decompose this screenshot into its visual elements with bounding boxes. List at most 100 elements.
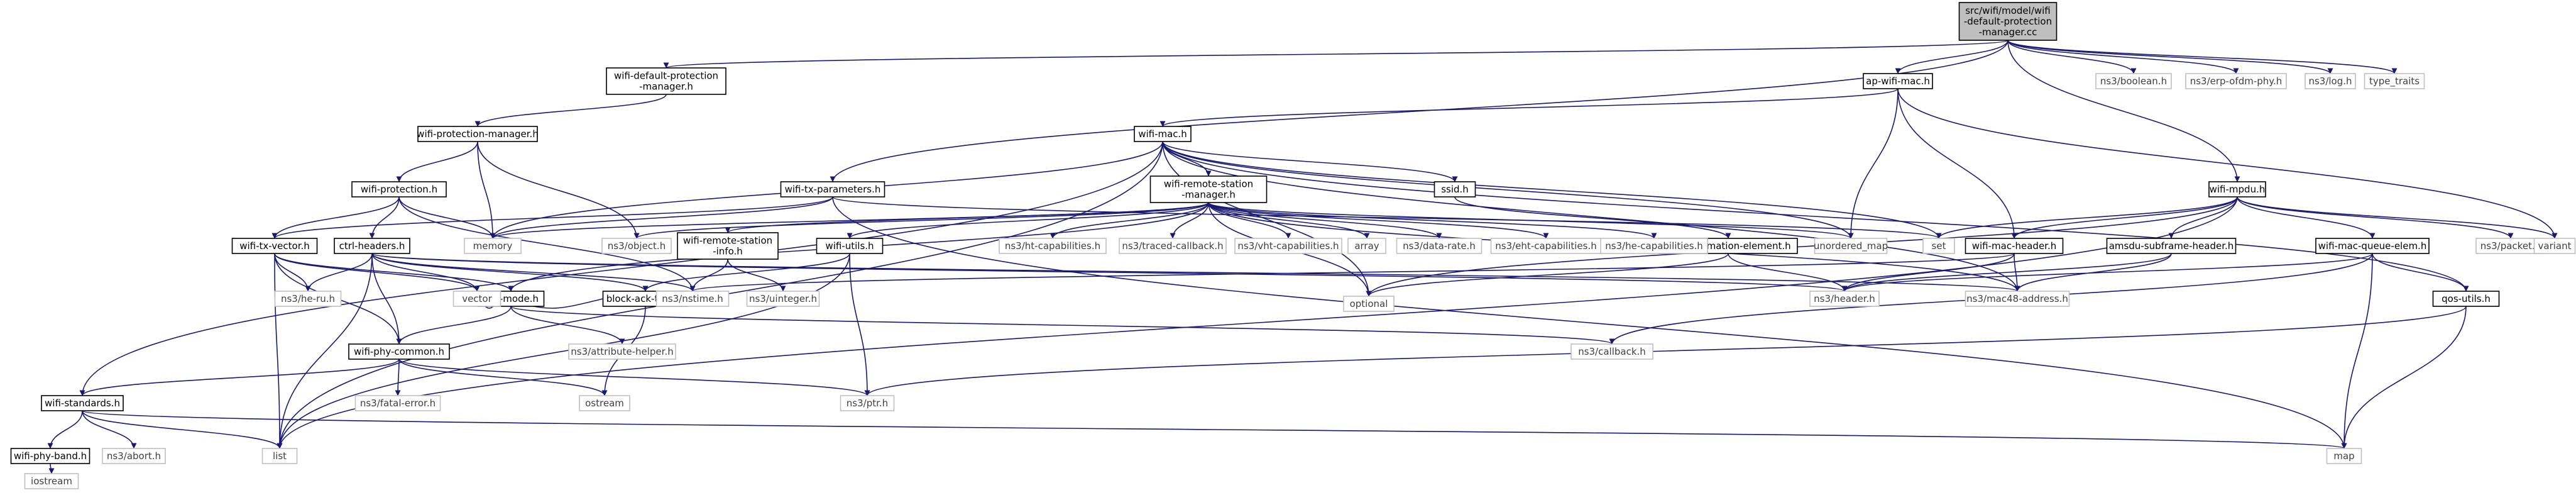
include-edge <box>1208 202 1549 239</box>
node-box <box>41 395 124 411</box>
node-wifi-tx-parameters-h[interactable]: wifi-tx-parameters.h <box>780 181 885 197</box>
node-box <box>2315 238 2430 254</box>
include-edge <box>2341 306 2467 449</box>
node-type-traits: type_traits <box>2364 73 2425 89</box>
node-wifi-phy-common-h[interactable]: wifi-phy-common.h <box>348 343 450 360</box>
edge-wifi_mac-to-wifi_standards <box>79 141 1163 396</box>
node-label: vector <box>462 293 492 304</box>
edge-wifi_standards-to-list <box>82 410 283 449</box>
edge-wifi_mpdu-to-set <box>1936 196 2238 239</box>
node-box <box>601 238 672 254</box>
node-ap-wifi-mac-h[interactable]: ap-wifi-mac.h <box>1863 73 1933 89</box>
node-box <box>2305 73 2356 89</box>
node-wifi-protection-h[interactable]: wifi-protection.h <box>351 181 447 197</box>
node-ssid-h[interactable]: ssid.h <box>1433 181 1476 197</box>
edge-root-to-wifi_mpdu <box>2007 40 2240 182</box>
node-label: wifi-protection.h <box>361 184 437 195</box>
node-ns3-vht-capabilities-h: ns3/vht-capabilities.h <box>1234 238 1342 254</box>
node-wifi-mac-queue-elem-h[interactable]: wifi-mac-queue-elem.h <box>2315 238 2430 254</box>
edge-ap_wifi_mac-to-unordered_map <box>1848 88 1899 239</box>
node-variant: variant <box>2533 238 2576 254</box>
node-ctrl-headers-h[interactable]: ctrl-headers.h <box>334 238 410 254</box>
edge-wifi_mac-to-qos_utils <box>1162 141 2469 292</box>
include-edge <box>477 141 640 239</box>
node-ns3-packet-h: ns3/packet.h <box>2475 238 2546 254</box>
node-label: variant <box>2538 240 2572 252</box>
node-ns3-he-ru-h: ns3/he-ru.h <box>274 291 342 307</box>
node-box <box>2432 291 2500 307</box>
node-wifi-standards-h[interactable]: wifi-standards.h <box>41 395 124 411</box>
node-label: wifi-mpdu.h <box>2210 184 2266 195</box>
edge-wifi_protection-to-ctrl_headers <box>369 196 400 239</box>
include-edge <box>830 40 2009 182</box>
node-src-wifi-model-wifi-default-protection-manager-cc[interactable]: src/wifi/model/wifi-default-protection-m… <box>1958 2 2058 41</box>
node-label: map <box>2333 450 2354 462</box>
node-label: ns3/traced-callback.h <box>1122 240 1223 252</box>
include-edge <box>1159 88 1899 127</box>
edge-wrsm-to-wifi_utils <box>847 202 1209 239</box>
node-wifi-mac-h[interactable]: wifi-mac.h <box>1134 126 1192 142</box>
node-label: -manager.h <box>639 81 693 92</box>
node-box <box>1965 291 2070 307</box>
include-edge <box>371 253 696 292</box>
node-label: -info.h <box>713 246 743 257</box>
node-ns3-ptr-h: ns3/ptr.h <box>840 395 895 411</box>
include-edge <box>396 306 512 345</box>
node-ns3-log-h: ns3/log.h <box>2305 73 2356 89</box>
node-label: wifi-utils.h <box>825 240 874 252</box>
include-edge <box>47 410 83 449</box>
include-edge <box>1208 202 1370 239</box>
include-edge <box>1208 202 1291 239</box>
node-amsdu-subframe-header-h[interactable]: amsdu-subframe-header.h <box>2106 238 2237 254</box>
node-label: ns3/data-rate.h <box>1403 240 1476 252</box>
node-box <box>351 181 447 197</box>
node-wifi-remote-station-manager-h[interactable]: wifi-remote-station-manager.h <box>1149 175 1268 203</box>
node-label: wifi-phy-band.h <box>14 450 87 462</box>
include-edge <box>398 359 608 396</box>
node-label: src/wifi/model/wifi <box>1965 5 2051 16</box>
node-wifi-default-protection-manager-h[interactable]: wifi-default-protection-manager.h <box>606 67 726 95</box>
edge-wrsm-to-traced_cb <box>1170 202 1209 239</box>
include-edge <box>847 202 1209 239</box>
node-wifi-mpdu-h[interactable]: wifi-mpdu.h <box>2208 181 2266 197</box>
include-edge <box>274 253 514 292</box>
include-edge <box>1208 202 1854 239</box>
edge-root-to-type_traits <box>2007 40 2398 74</box>
node-label: ns3/callback.h <box>1578 346 1646 357</box>
include-edge <box>82 410 283 449</box>
edge-wrsm-to-memory <box>490 202 1209 239</box>
edge-ap_wifi_mac-to-variant <box>1897 88 2558 239</box>
edge-amsdu-to-header <box>1841 253 2172 292</box>
node-label: wifi-remote-station <box>683 235 772 247</box>
edge-wrsm-to-data_rate <box>1208 202 1442 239</box>
edge-wrsm-to-eht_cap <box>1208 202 1549 239</box>
node-label: -manager.h <box>1181 189 1236 201</box>
edge-wdpm_h-to-wpm_h <box>474 94 667 127</box>
edge-wifi_mpdu-to-wmqe <box>2237 196 2376 239</box>
node-wifi-mac-header-h[interactable]: wifi-mac-header.h <box>1965 238 2064 254</box>
node-box <box>2106 238 2237 254</box>
node-label: -default-protection <box>1964 16 2052 27</box>
edge-root-to-erp_ofdm <box>2007 40 2239 74</box>
edge-root-to-wifi_tx_params <box>830 40 2009 182</box>
node-ns3-he-capabilities-h: ns3/he-capabilities.h <box>1600 238 1708 254</box>
node-label: wifi-tx-parameters.h <box>785 184 881 195</box>
node-wifi-tx-vector-h[interactable]: wifi-tx-vector.h <box>231 238 318 254</box>
edge-ap_wifi_mac-to-wifi_mac <box>1159 88 1899 127</box>
edge-wie-to-optional <box>1366 253 1729 297</box>
node-wifi-protection-manager-h[interactable]: wifi-protection-manager.h <box>417 126 539 142</box>
include-edge <box>1454 196 1731 239</box>
include-edge <box>1162 141 1854 239</box>
node-box <box>568 343 676 360</box>
edge-wifi_utils-to-block_ack_type <box>642 253 850 292</box>
include-edge <box>864 306 2467 396</box>
edge-qos_utils-to-ptr <box>864 306 2467 396</box>
edge-wifi_tx_vector-to-wifi_mode <box>274 253 514 292</box>
node-wifi-remote-station-info-h[interactable]: wifi-remote-station-info.h <box>677 232 779 260</box>
include-edge <box>79 359 400 396</box>
node-wifi-utils-h[interactable]: wifi-utils.h <box>816 238 884 254</box>
node-unordered-map: unordered_map <box>1814 238 1888 254</box>
node-qos-utils-h[interactable]: qos-utils.h <box>2432 291 2500 307</box>
node-wifi-phy-band-h[interactable]: wifi-phy-band.h <box>10 448 90 464</box>
node-map: map <box>2326 448 2362 464</box>
